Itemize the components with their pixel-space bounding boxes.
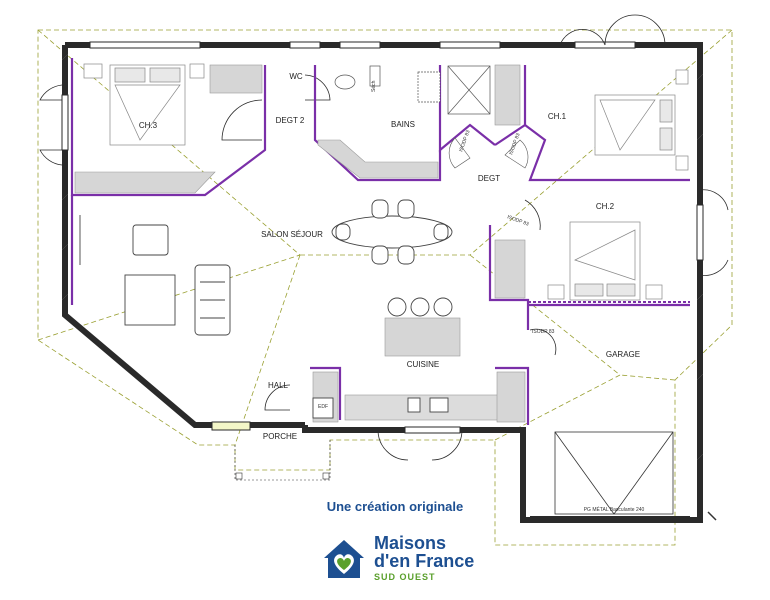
label-edf: EDF bbox=[318, 404, 328, 410]
door-swings bbox=[39, 14, 729, 461]
bathroom-fixtures bbox=[334, 65, 491, 115]
garage-door-outline bbox=[554, 431, 717, 521]
label-cuisine: CUISINE bbox=[407, 360, 439, 369]
label-ch1: CH.1 bbox=[548, 112, 567, 121]
label-ch2: CH.2 bbox=[596, 202, 615, 211]
label-degt: DEGT bbox=[478, 174, 500, 183]
label-garage: GARAGE bbox=[606, 350, 640, 359]
tagline-prefix: Une création bbox=[326, 499, 410, 514]
garage-partition bbox=[527, 301, 690, 330]
logo-line2: d'en France bbox=[374, 551, 475, 571]
brand-tagline: Une création originale bbox=[300, 498, 490, 516]
label-degt2: DEGT 2 bbox=[276, 116, 305, 125]
label-sech: Séch bbox=[371, 80, 377, 92]
label-ch3: CH.3 bbox=[139, 121, 158, 130]
beds bbox=[83, 63, 689, 301]
logo-line1: Maisons bbox=[374, 533, 447, 553]
tagline-highlight: originale bbox=[409, 499, 464, 514]
door-tags bbox=[448, 137, 529, 169]
porch bbox=[234, 440, 331, 481]
tag-isodp-4: ISODP 83 bbox=[532, 329, 555, 335]
label-porche: PORCHE bbox=[263, 432, 297, 441]
label-salon: SALON SÉJOUR bbox=[261, 230, 323, 239]
tag-isodp-3: ISODP 83 bbox=[506, 214, 529, 227]
label-hall: HALL bbox=[268, 381, 289, 390]
house-heart-icon bbox=[324, 540, 364, 578]
logo-line3: SUD OUEST bbox=[374, 572, 436, 582]
living-furniture bbox=[79, 199, 453, 419]
label-bains: BAINS bbox=[391, 120, 415, 129]
company-logo: Maisons d'en France SUD OUEST bbox=[318, 530, 474, 588]
label-garage-door: PG MÉTAL Basculante 240 bbox=[584, 506, 645, 513]
label-wc: WC bbox=[289, 72, 303, 81]
